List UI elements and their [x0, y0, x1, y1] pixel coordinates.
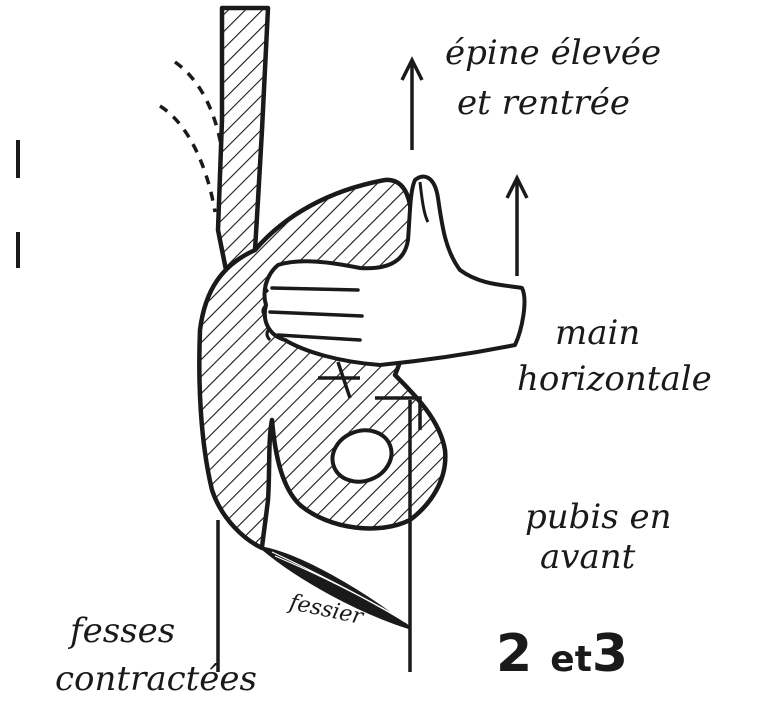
figure-number: 2 et3: [496, 628, 628, 680]
label-hand-line1: main: [555, 316, 640, 350]
label-hand-line2: horizontale: [517, 362, 712, 396]
label-buttocks-line2: contractées: [55, 662, 257, 696]
up-arrow: [507, 178, 527, 276]
label-buttocks-line1: fesses: [70, 614, 175, 648]
motion-curve-outer: [175, 62, 222, 150]
motion-curve-inner: [160, 106, 215, 212]
up-arrow: [402, 60, 422, 150]
figure-number-b: et: [550, 639, 592, 680]
label-pubis-line2: avant: [540, 540, 635, 574]
label-spine-line2: et rentrée: [457, 86, 630, 120]
label-pubis-line1: pubis en: [525, 500, 672, 534]
label-spine-line1: épine élevée: [445, 36, 661, 70]
figure-number-a: 2: [496, 624, 532, 684]
figure-number-c: 3: [592, 624, 628, 684]
